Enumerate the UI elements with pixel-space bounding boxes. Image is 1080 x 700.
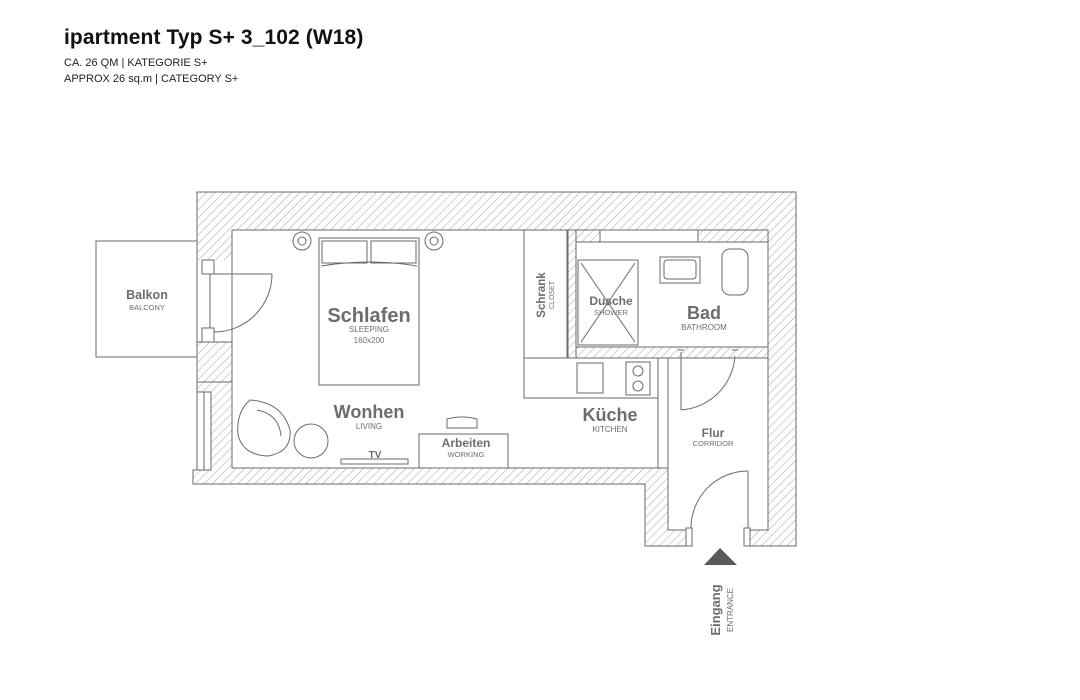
label-wohnen-en: LIVING <box>356 422 382 431</box>
label-bad-en: BATHROOM <box>681 323 727 332</box>
area-en: APPROX 26 sq.m | CATEGORY S+ <box>64 73 239 85</box>
label-schlafen: Schlafen <box>327 305 410 327</box>
armchair <box>237 399 291 457</box>
tv <box>340 458 409 465</box>
area-de: CA. 26 QM | KATEGORIE S+ <box>64 57 208 69</box>
desk <box>418 433 509 469</box>
lamp-icon <box>424 231 444 251</box>
entrance-arrow-icon <box>704 548 737 565</box>
label-flur: Flur <box>702 426 725 440</box>
label-schlafen-en: SLEEPING <box>349 325 389 334</box>
toilet-icon <box>721 248 749 296</box>
label-flur-en: CORRIDOR <box>693 439 734 448</box>
label-balkon-en: BALCONY <box>129 303 165 312</box>
kitchen-counter <box>523 357 659 399</box>
label-bad: Bad <box>687 303 721 323</box>
label-schrank-en: CLOSET <box>549 280 556 309</box>
label-balkon: Balkon <box>126 288 168 302</box>
label-eingang: Eingang <box>708 584 723 635</box>
label-kueche-en: KITCHEN <box>592 425 627 434</box>
balcony-area <box>95 240 198 358</box>
side-table <box>293 423 329 459</box>
plan-title: ipartment Typ S+ 3_102 (W18) <box>64 26 364 49</box>
lamp-icon <box>292 231 312 251</box>
label-kueche: Küche <box>582 405 637 425</box>
label-wohnen: Wonhen <box>334 402 405 422</box>
label-dusche-en: SHOWER <box>594 308 628 317</box>
label-bed-size: 160x200 <box>354 336 385 345</box>
label-tv: TV <box>369 450 382 461</box>
closet <box>523 229 568 359</box>
outer-walls <box>192 191 797 547</box>
label-arbeiten-en: WORKING <box>448 450 485 459</box>
label-eingang-en: ENTRANCE <box>726 588 735 632</box>
label-schrank: Schrank <box>536 272 548 318</box>
label-arbeiten: Arbeiten <box>442 436 491 450</box>
label-dusche: Dusche <box>589 294 633 308</box>
